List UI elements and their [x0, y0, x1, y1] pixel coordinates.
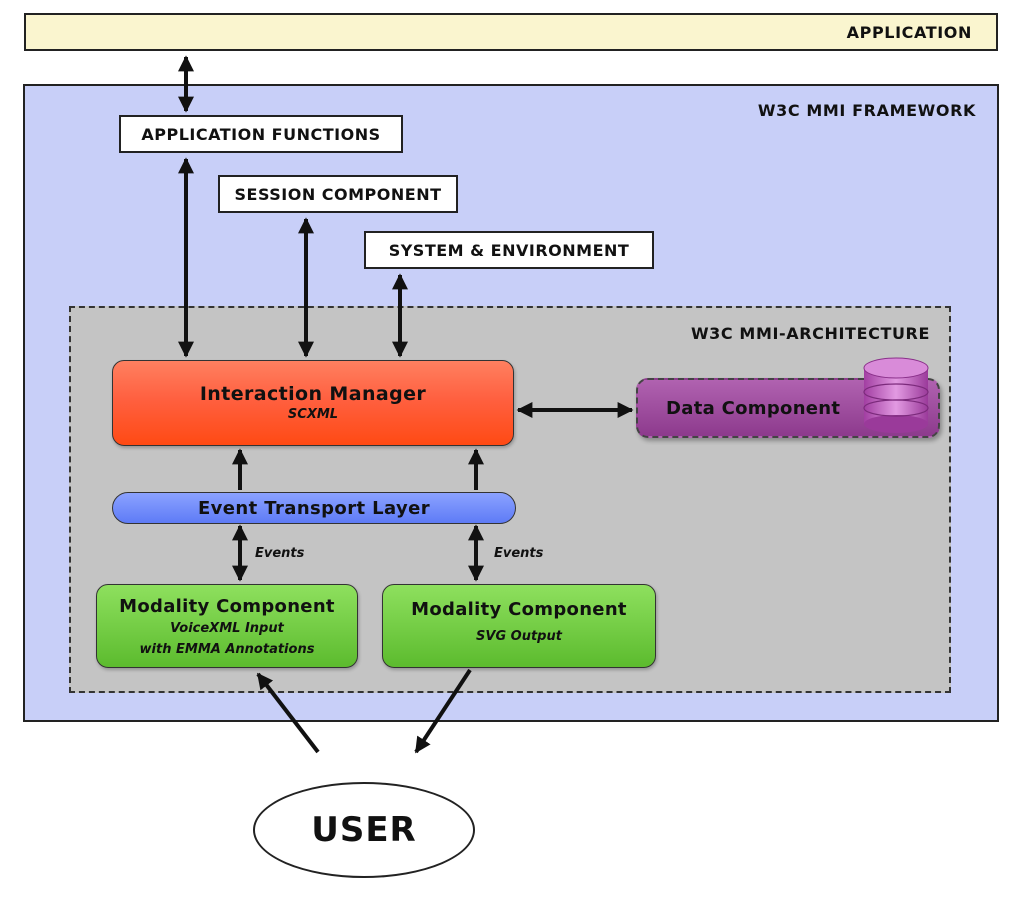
- modality-component-voicexml: Modality Component VoiceXML Input with E…: [96, 584, 358, 668]
- application-bar: APPLICATION: [24, 13, 998, 51]
- data-component-label: Data Component: [666, 398, 841, 419]
- session-component-box: SESSION COMPONENT: [218, 175, 458, 213]
- session-component-label: SESSION COMPONENT: [234, 184, 442, 204]
- architecture-title: W3C MMI-ARCHITECTURE: [690, 324, 930, 343]
- user-ellipse: USER: [253, 782, 475, 878]
- arrow-svg-to-user: [414, 668, 472, 754]
- modality-right-title: Modality Component: [411, 599, 627, 620]
- framework-title: W3C MMI FRAMEWORK: [757, 101, 976, 120]
- application-functions-box: APPLICATION FUNCTIONS: [119, 115, 403, 153]
- database-icon: [863, 357, 929, 433]
- modality-component-svg: Modality Component SVG Output: [382, 584, 656, 668]
- event-transport-label: Event Transport Layer: [197, 498, 431, 519]
- interaction-manager-title: Interaction Manager: [199, 383, 427, 405]
- system-environment-label: SYSTEM & ENVIRONMENT: [388, 240, 630, 260]
- modality-right-subtitle: SVG Output: [476, 629, 562, 644]
- modality-left-line1: VoiceXML Input: [170, 621, 284, 636]
- interaction-manager-box: Interaction Manager SCXML: [112, 360, 514, 446]
- user-label: USER: [311, 810, 417, 850]
- application-functions-label: APPLICATION FUNCTIONS: [141, 124, 381, 144]
- arrow-user-to-voicexml: [256, 672, 320, 754]
- events-label-left: Events: [255, 546, 305, 561]
- application-label: APPLICATION: [846, 23, 972, 42]
- modality-left-line2: with EMMA Annotations: [139, 642, 315, 657]
- system-environment-box: SYSTEM & ENVIRONMENT: [364, 231, 654, 269]
- interaction-manager-subtitle: SCXML: [287, 407, 339, 422]
- modality-left-title: Modality Component: [119, 596, 335, 617]
- event-transport-layer: Event Transport Layer: [112, 492, 516, 524]
- events-label-right: Events: [494, 546, 544, 561]
